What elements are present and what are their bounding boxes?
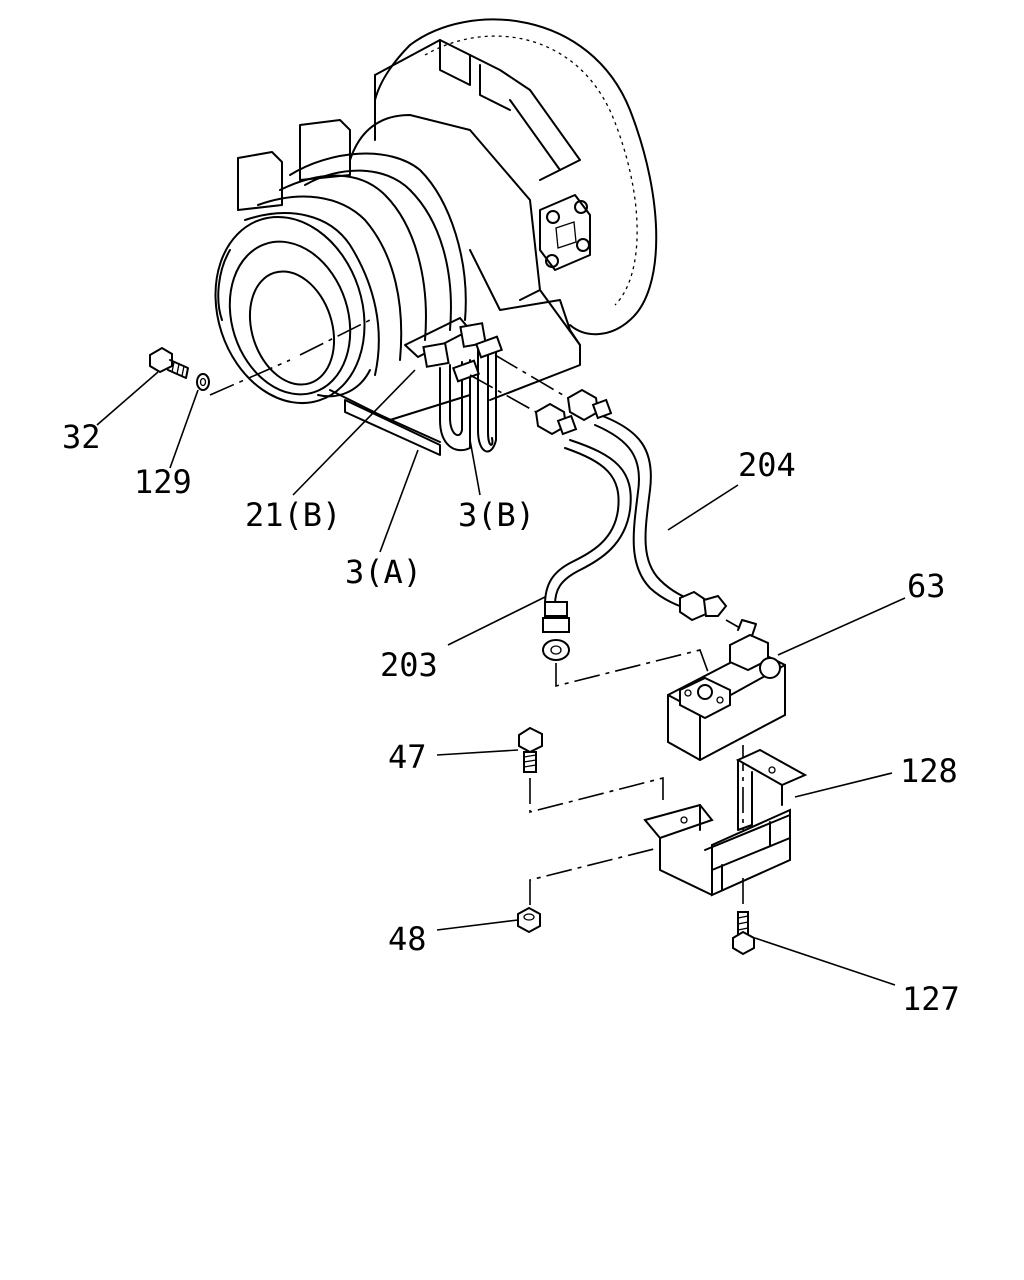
hose-203	[534, 402, 632, 661]
label-3b: 3(B)	[458, 496, 535, 534]
nut-48	[517, 906, 541, 934]
nut-48-assembly-line	[529, 847, 659, 905]
hose-204-assembly-line	[494, 354, 569, 399]
label-63: 63	[907, 567, 946, 605]
label-203: 203	[380, 646, 438, 684]
label-129: 129	[134, 463, 192, 501]
bracket-128	[643, 748, 808, 897]
label-32: 32	[62, 418, 101, 456]
label-3a: 3(A)	[345, 553, 422, 591]
label-47: 47	[388, 738, 427, 776]
label-21b: 21(B)	[245, 496, 341, 534]
cooler-pipes-3	[344, 317, 504, 456]
leader-lines	[96, 369, 906, 986]
hose-204-fitting-line	[725, 619, 741, 629]
bolt-32-assembly-line	[209, 319, 371, 396]
hose-204	[566, 388, 728, 622]
bolt-32	[149, 346, 189, 379]
label-48: 48	[388, 920, 427, 958]
bolt-127	[732, 911, 755, 956]
hose-203-assembly-line	[469, 374, 537, 413]
bolt-47-assembly-line	[529, 776, 664, 814]
transmission-housing	[214, 18, 658, 421]
oil-cooler-63	[667, 619, 786, 762]
label-128: 128	[900, 752, 958, 790]
hose-203-to-cooler-line	[555, 649, 709, 688]
label-204: 204	[738, 446, 796, 484]
bolt-47	[518, 726, 543, 773]
label-127: 127	[902, 980, 960, 1018]
washer-129	[196, 373, 210, 391]
